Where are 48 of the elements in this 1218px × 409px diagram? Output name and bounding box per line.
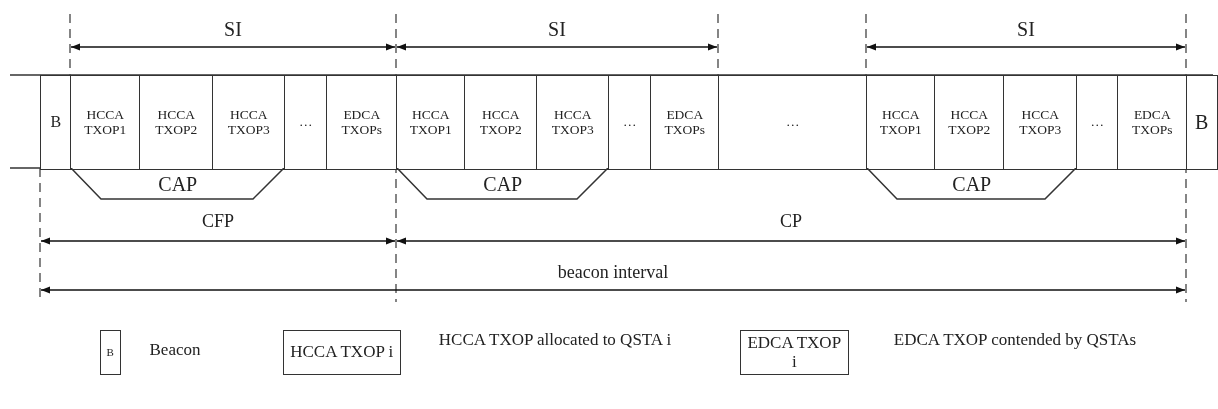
time-slot [139,75,214,170]
slot-label: … [299,114,313,130]
time-slot [1003,75,1078,170]
slot-label: HCCA TXOP2 [154,106,199,138]
slot-label: HCCA TXOP3 [1018,106,1063,138]
slot-label: EDCA TXOPs [1131,106,1174,138]
slot-label: HCCA TXOP1 [878,106,923,138]
legend-text: HCCA TXOP allocated to QSTA i [437,330,673,351]
slot-label: EDCA TXOPs [663,106,706,138]
time-slot [536,75,610,170]
slot-label: B [1195,110,1209,134]
time-slot [650,75,720,170]
slot-label: HCCA TXOP2 [478,106,523,138]
legend-sample [740,330,849,375]
time-slot [608,75,652,170]
time-slot [866,75,936,170]
time-slot [934,75,1005,170]
slot-label: HCCA TXOP2 [947,106,992,138]
time-slot [284,75,328,170]
time-slot [396,75,466,170]
period-label: CAP [483,172,523,196]
slot-label: HCCA TXOP1 [408,106,453,138]
beacon [1186,75,1218,170]
legend-text: Beacon [148,340,202,361]
slot-label: HCCA TXOP i [289,342,395,362]
legend-sample [283,330,401,375]
slot-label: EDCA TXOPs [340,106,383,138]
time-slot [1076,75,1119,170]
slot-label: EDCA TXOP i [746,332,843,372]
time-slot [1117,75,1188,170]
time-slot [326,75,398,170]
slot-label: HCCA TXOP1 [83,106,128,138]
beacon [40,75,72,170]
slot-label: B [50,113,62,132]
time-slot [464,75,538,170]
time-slot [212,75,286,170]
time-slot [718,75,868,170]
slot-label: … [1090,114,1104,130]
slot-label: HCCA TXOP3 [550,106,595,138]
legend-sample [100,330,121,375]
period-label: CAP [158,172,198,196]
period-label: CAP [952,172,992,196]
slot-label: HCCA TXOP3 [226,106,271,138]
slot-label: B [106,345,114,359]
legend-text: EDCA TXOP contended by QSTAs [892,330,1138,351]
slot-label: … [623,114,637,130]
slot-label: … [785,114,801,130]
time-slot [70,75,141,170]
